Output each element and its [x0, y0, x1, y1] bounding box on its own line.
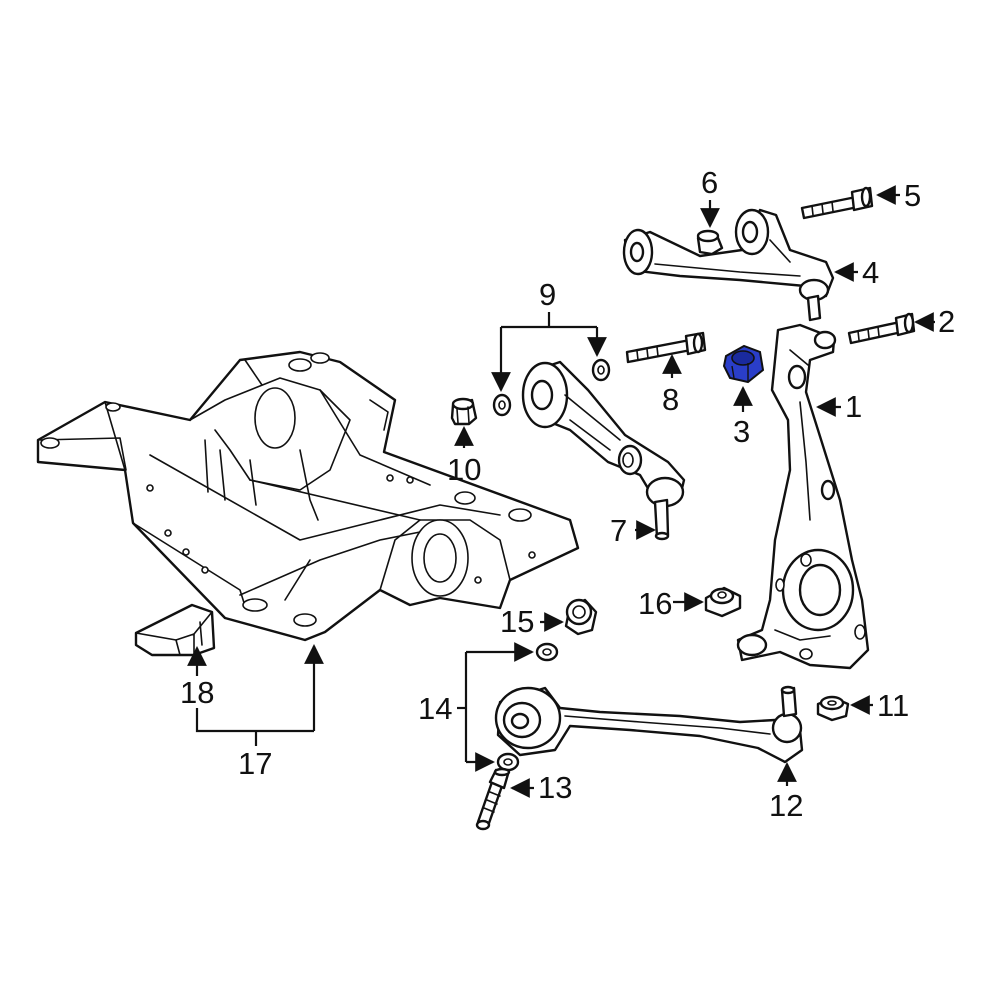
- washer-14b[interactable]: [496, 752, 520, 772]
- callout-11: 11: [877, 688, 909, 723]
- nut-11[interactable]: [816, 695, 850, 722]
- callout-8: 8: [662, 382, 679, 417]
- bolt-8[interactable]: [625, 331, 707, 364]
- callout-6: 6: [701, 165, 718, 200]
- callout-5: 5: [904, 178, 921, 213]
- nut-6[interactable]: [696, 229, 724, 256]
- lower-control-arm[interactable]: [494, 685, 804, 764]
- mount-bracket[interactable]: [134, 603, 216, 657]
- nut-10[interactable]: [450, 397, 478, 426]
- washer-14a[interactable]: [535, 642, 559, 662]
- callout-12: 12: [769, 788, 803, 823]
- bolt-2[interactable]: [847, 312, 916, 345]
- callout-labels: 1 2 3 4 5 6 7 8 9 10 11 12 13 14 15 16 1…: [180, 165, 955, 823]
- callout-18: 18: [180, 675, 214, 710]
- callout-16: 16: [638, 586, 672, 621]
- bushing-15[interactable]: [564, 598, 598, 636]
- callout-2: 2: [938, 304, 955, 339]
- control-arm-7[interactable]: [521, 360, 686, 541]
- washer-9a[interactable]: [492, 393, 512, 417]
- callout-17: 17: [238, 746, 272, 781]
- subframe[interactable]: [36, 350, 580, 642]
- callout-13: 13: [538, 770, 572, 805]
- callout-9: 9: [539, 277, 556, 312]
- callout-7: 7: [610, 513, 627, 548]
- callout-1: 1: [845, 389, 862, 424]
- callout-15: 15: [500, 604, 534, 639]
- leader-lines: [187, 185, 935, 798]
- bolt-13[interactable]: [475, 767, 511, 831]
- washer-9b[interactable]: [591, 358, 611, 382]
- callout-14: 14: [418, 691, 452, 726]
- upper-control-arm[interactable]: [622, 208, 835, 322]
- nut-16[interactable]: [704, 586, 742, 618]
- steering-knuckle[interactable]: [736, 323, 870, 670]
- nut-3-highlighted[interactable]: [722, 344, 765, 384]
- callout-3: 3: [733, 414, 750, 449]
- bolt-5[interactable]: [800, 186, 874, 220]
- callout-10: 10: [447, 452, 481, 487]
- callout-4: 4: [862, 255, 879, 290]
